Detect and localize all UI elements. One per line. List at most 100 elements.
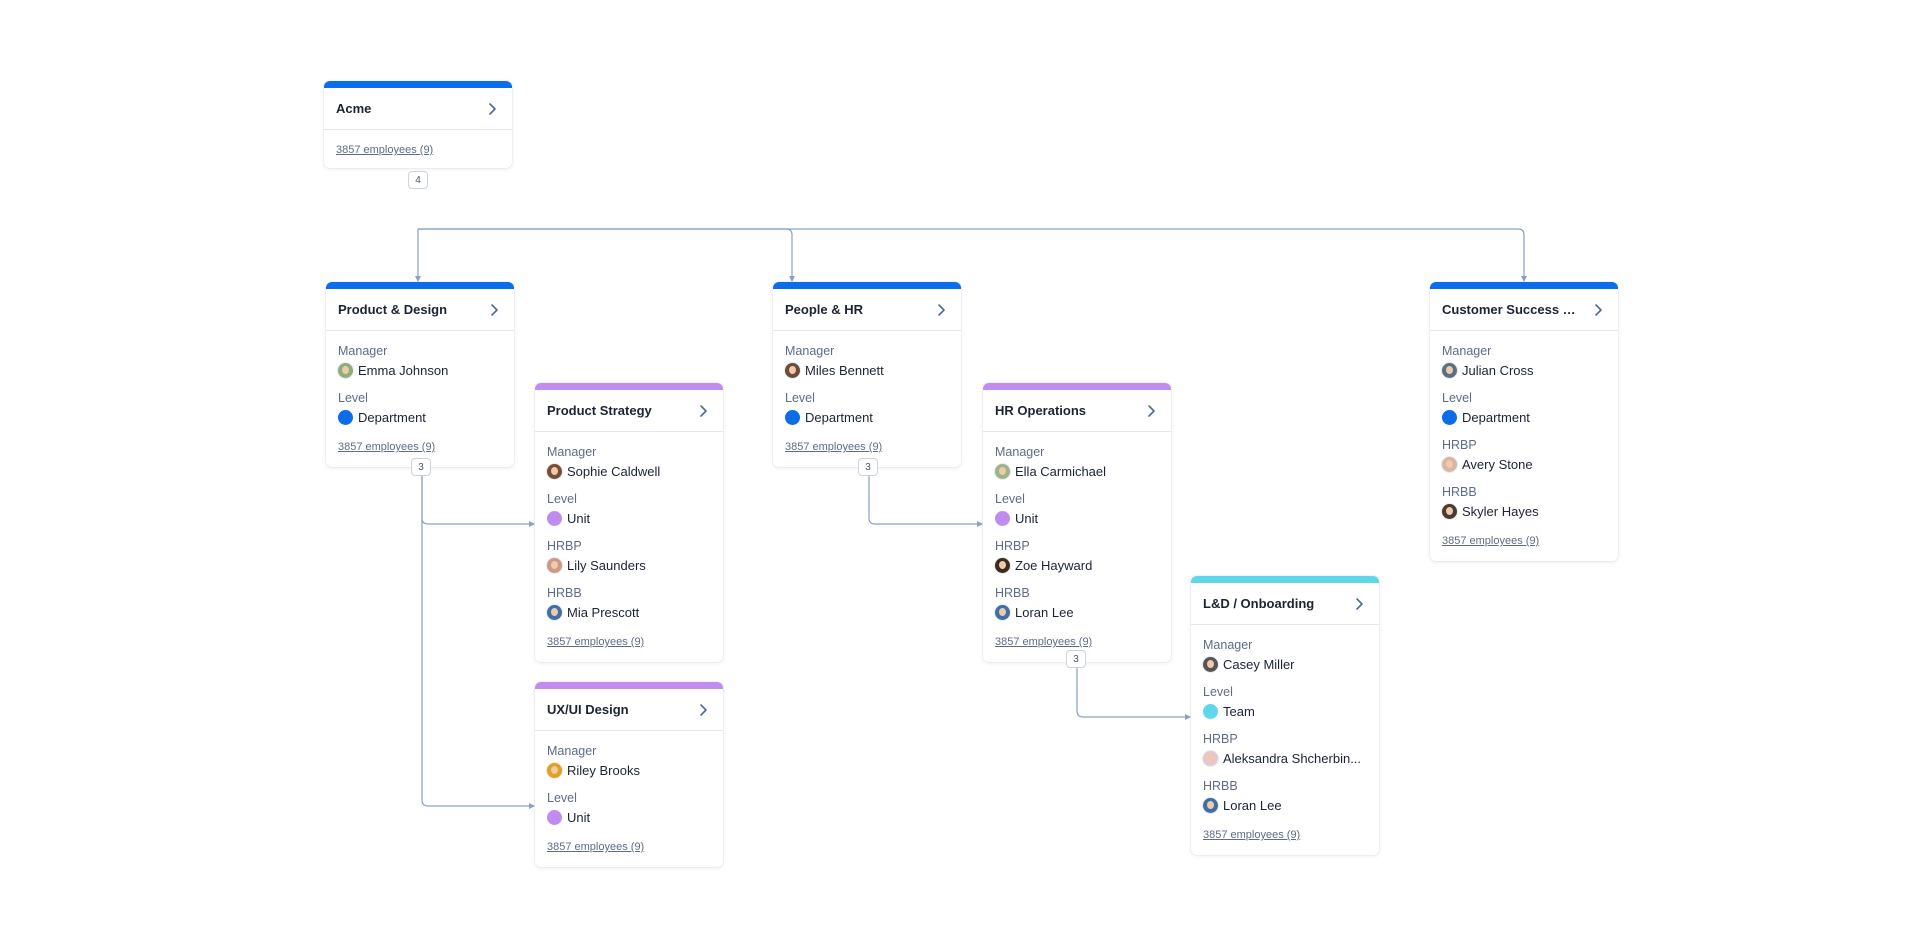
card-color-bar [535, 383, 723, 390]
avatar [338, 362, 353, 378]
card-header[interactable]: Product & Design [326, 289, 514, 331]
field-label: HRBP [547, 539, 582, 553]
card-header[interactable]: L&D / Onboarding [1191, 583, 1379, 625]
manager-field: Manager Julian Cross [1442, 343, 1606, 379]
card-color-bar [773, 282, 961, 289]
card-header[interactable]: People & HR [773, 289, 961, 331]
org-card-product-strategy[interactable]: Product Strategy Manager Sophie Caldwell… [535, 383, 723, 662]
avatar [995, 604, 1010, 620]
level-dot-icon [1442, 409, 1457, 425]
employees-link[interactable]: 3857 employees (9) [785, 441, 883, 453]
field-label: HRBB [547, 586, 582, 600]
avatar [995, 463, 1010, 479]
field-label: Manager [338, 344, 388, 358]
card-color-bar [535, 682, 723, 689]
card-color-bar [1430, 282, 1618, 289]
field-label: HRBP [995, 539, 1030, 553]
children-count-badge[interactable]: 4 [408, 171, 428, 189]
level-value: Department [358, 409, 426, 425]
children-count-badge[interactable]: 3 [1066, 650, 1086, 668]
children-count-badge[interactable]: 3 [858, 458, 878, 476]
hrbb-name: Loran Lee [1015, 604, 1074, 620]
chevron-right-icon[interactable] [486, 302, 502, 318]
card-color-bar [1191, 576, 1379, 583]
hrbp-field: HRBP Zoe Hayward [995, 538, 1159, 574]
hrbb-field: HRBB Loran Lee [995, 585, 1159, 621]
avatar [785, 362, 800, 378]
org-card-ld-onboarding[interactable]: L&D / Onboarding Manager Casey Miller Le… [1191, 576, 1379, 855]
hrbp-field: HRBP Aleksandra Shcherbin... [1203, 731, 1367, 767]
field-label: Manager [1203, 638, 1253, 652]
level-value: Team [1223, 703, 1255, 719]
field-label: Manager [1442, 344, 1492, 358]
hrbb-field: HRBB Loran Lee [1203, 778, 1367, 814]
avatar [547, 463, 562, 479]
employees-link[interactable]: 3857 employees (9) [995, 636, 1093, 648]
employees-link[interactable]: 3857 employees (9) [1203, 829, 1301, 841]
card-title: UX/UI Design [547, 702, 629, 717]
level-value: Unit [567, 510, 591, 526]
card-header[interactable]: HR Operations [983, 390, 1171, 432]
org-card-ux-ui-design[interactable]: UX/UI Design Manager Riley Brooks Level … [535, 682, 723, 867]
card-color-bar [324, 81, 512, 88]
level-field: Level Team [1203, 684, 1367, 720]
connector-product-design-ux-ui [421, 475, 535, 809]
employees-link[interactable]: 3857 employees (9) [338, 441, 436, 453]
avatar [1442, 503, 1457, 519]
card-color-bar [326, 282, 514, 289]
chevron-right-icon[interactable] [1143, 403, 1159, 419]
chevron-right-icon[interactable] [933, 302, 949, 318]
field-label: Manager [785, 344, 835, 358]
employees-link[interactable]: 3857 employees (9) [1442, 535, 1540, 547]
card-header[interactable]: Customer Success &... [1430, 289, 1618, 331]
manager-name: Riley Brooks [567, 762, 640, 778]
card-header[interactable]: UX/UI Design [535, 689, 723, 731]
manager-field: Manager Riley Brooks [547, 743, 711, 779]
manager-field: Manager Sophie Caldwell [547, 444, 711, 480]
field-label: Manager [995, 445, 1045, 459]
hrbp-name: Zoe Hayward [1015, 557, 1093, 573]
org-card-hr-operations[interactable]: HR Operations Manager Ella Carmichael Le… [983, 383, 1171, 662]
chevron-right-icon[interactable] [695, 403, 711, 419]
manager-name: Emma Johnson [358, 362, 449, 378]
employees-link[interactable]: 3857 employees (9) [547, 841, 645, 853]
level-field: Level Department [785, 390, 949, 426]
level-dot-icon [547, 510, 562, 526]
org-card-product-design[interactable]: Product & Design Manager Emma Johnson Le… [326, 282, 514, 467]
avatar [1203, 656, 1218, 672]
children-count-badge[interactable]: 3 [411, 458, 431, 476]
chevron-right-icon[interactable] [1590, 302, 1606, 318]
employees-link[interactable]: 3857 employees (9) [336, 144, 434, 156]
chevron-right-icon[interactable] [695, 702, 711, 718]
hrbb-field: HRBB Skyler Hayes [1442, 484, 1606, 520]
org-card-acme[interactable]: Acme 3857 employees (9) [324, 81, 512, 168]
chevron-right-icon[interactable] [484, 101, 500, 117]
card-header[interactable]: Product Strategy [535, 390, 723, 432]
avatar [547, 557, 562, 573]
connector-people-hr-hr-operations [868, 475, 983, 527]
chevron-right-icon[interactable] [1351, 596, 1367, 612]
card-color-bar [983, 383, 1171, 390]
avatar [1203, 750, 1218, 766]
org-card-people-hr[interactable]: People & HR Manager Miles Bennett Level … [773, 282, 961, 467]
card-title: L&D / Onboarding [1203, 596, 1315, 611]
level-dot-icon [785, 409, 800, 425]
org-card-customer-success[interactable]: Customer Success &... Manager Julian Cro… [1430, 282, 1618, 561]
level-value: Unit [1015, 510, 1039, 526]
manager-name: Ella Carmichael [1015, 463, 1107, 479]
hrbp-name: Aleksandra Shcherbin... [1223, 750, 1362, 766]
manager-field: Manager Ella Carmichael [995, 444, 1159, 480]
field-label: HRBP [1203, 732, 1238, 746]
manager-field: Manager Miles Bennett [785, 343, 949, 379]
hrbp-name: Lily Saunders [567, 557, 646, 573]
employees-link[interactable]: 3857 employees (9) [547, 636, 645, 648]
card-header[interactable]: Acme [324, 88, 512, 130]
card-title: Product & Design [338, 302, 448, 317]
level-dot-icon [1203, 703, 1218, 719]
field-label: HRBB [1203, 779, 1238, 793]
avatar [547, 762, 562, 778]
hrbb-field: HRBB Mia Prescott [547, 585, 711, 621]
field-label: Level [1442, 391, 1472, 405]
field-label: Level [785, 391, 815, 405]
